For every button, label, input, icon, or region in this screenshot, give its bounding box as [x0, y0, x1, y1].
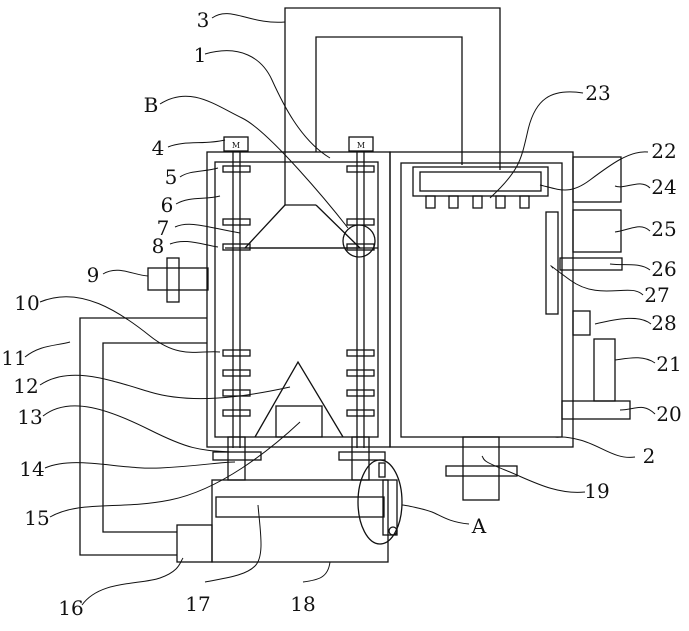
label-6: 6 [161, 193, 174, 217]
label-A: A [471, 514, 487, 538]
label-2: 2 [643, 444, 656, 468]
right-bottom-outlet [445, 436, 518, 501]
left-housing [206, 151, 391, 448]
label-1: 1 [194, 43, 207, 67]
return-pipe [79, 317, 213, 563]
label-9: 9 [87, 263, 100, 287]
label-22: 22 [651, 139, 676, 163]
leader-lines [24, 13, 656, 606]
label-7: 7 [157, 216, 170, 240]
label-21: 21 [656, 352, 681, 376]
label-3: 3 [197, 8, 210, 32]
label-4: 4 [152, 136, 165, 160]
right-screw-assembly: M [342, 136, 376, 448]
label-27: 27 [644, 283, 669, 307]
lower-outlets [212, 436, 386, 481]
label-11: 11 [1, 346, 26, 370]
label-24: 24 [651, 175, 676, 199]
label-19: 19 [584, 479, 609, 503]
label-13: 13 [17, 405, 42, 429]
label-25: 25 [651, 217, 676, 241]
label-15: 15 [24, 506, 49, 530]
hopper [225, 204, 378, 249]
label-26: 26 [651, 257, 676, 281]
left-screw-assembly: M [222, 136, 251, 448]
label-16: 16 [58, 596, 83, 620]
part-labels: 3 1 B 4 5 6 7 8 9 10 11 12 13 14 15 16 1… [1, 8, 681, 620]
right-attachments [559, 156, 631, 420]
side-inlet [147, 257, 209, 303]
label-18: 18 [290, 592, 315, 616]
crusher-cone [254, 360, 344, 438]
label-B: B [144, 93, 159, 117]
top-duct [284, 7, 501, 206]
label-17: 17 [185, 592, 210, 616]
label-8: 8 [152, 234, 165, 258]
right-internals [412, 166, 559, 315]
collection-box [211, 459, 403, 563]
left-motor-mark: M [232, 141, 240, 150]
label-20: 20 [656, 402, 681, 426]
label-12: 12 [13, 374, 38, 398]
label-5: 5 [165, 165, 178, 189]
label-28: 28 [651, 311, 676, 335]
label-10: 10 [14, 291, 39, 315]
label-23: 23 [585, 81, 610, 105]
right-motor-mark: M [357, 141, 365, 150]
label-14: 14 [19, 457, 44, 481]
